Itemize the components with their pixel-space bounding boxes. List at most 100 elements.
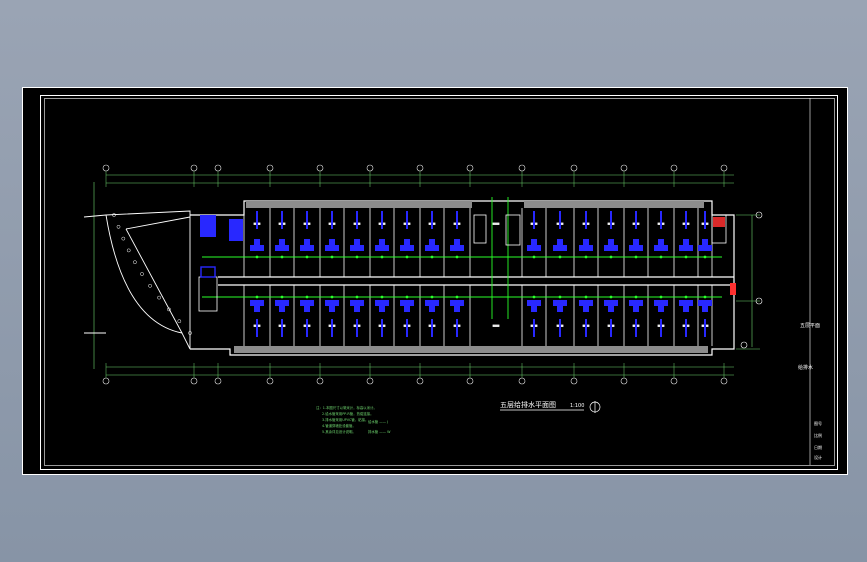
fixture-block bbox=[654, 245, 668, 251]
fixture-block bbox=[406, 319, 408, 337]
drawing-frame bbox=[40, 95, 838, 470]
pipe-riser bbox=[330, 295, 334, 299]
fixture-block bbox=[583, 239, 589, 245]
building-walls bbox=[190, 200, 735, 356]
axis-bubbles bbox=[102, 164, 728, 385]
dimension-ticks bbox=[105, 171, 725, 378]
fixture-block bbox=[679, 300, 693, 306]
fixture-block bbox=[306, 211, 308, 229]
axis-bubble bbox=[518, 164, 526, 172]
fixture-block bbox=[604, 300, 618, 306]
pipe-riser bbox=[380, 255, 384, 259]
fixture-block bbox=[281, 319, 283, 337]
fixture-block bbox=[629, 245, 643, 251]
fixture-block bbox=[683, 239, 689, 245]
pipe-riser bbox=[703, 295, 707, 299]
fixture-block bbox=[685, 211, 687, 229]
fixture-block bbox=[660, 319, 662, 337]
title-block-entry: 比例 bbox=[814, 432, 822, 438]
pipe-riser bbox=[558, 295, 562, 299]
axis-bubble-right-a bbox=[755, 211, 763, 219]
fixture-block bbox=[702, 306, 708, 312]
fixture-block bbox=[633, 306, 639, 312]
pipe-riser bbox=[532, 295, 536, 299]
axis-bubble bbox=[316, 377, 324, 385]
axis-bubble-right-b bbox=[755, 297, 763, 305]
stair-center bbox=[473, 214, 521, 246]
pipe-riser bbox=[455, 295, 459, 299]
cad-viewport[interactable]: 五层给排水平面图 1:100 注：1.本图尺寸以毫米计，标高以米计。 2.给水管… bbox=[22, 87, 848, 475]
fixture-block bbox=[254, 306, 260, 312]
pipe-riser bbox=[280, 295, 284, 299]
fixture-block bbox=[256, 319, 258, 337]
column-dot bbox=[121, 236, 126, 241]
fixture-block bbox=[354, 306, 360, 312]
sanitary-fixtures bbox=[250, 211, 712, 337]
fixture-block bbox=[610, 319, 612, 337]
plan-title: 五层给排水平面图 1:100 bbox=[500, 400, 601, 413]
note-line: 4.管道穿墙处设套管。 bbox=[322, 423, 356, 428]
fixture-block bbox=[281, 211, 283, 229]
axis-bubble bbox=[466, 377, 474, 385]
axis-bubble bbox=[266, 164, 274, 172]
fixture-block bbox=[250, 245, 264, 251]
fixture-block bbox=[325, 245, 339, 251]
fixture-block bbox=[331, 319, 333, 337]
column-dot bbox=[188, 331, 192, 335]
pipe-riser bbox=[634, 255, 638, 259]
axis-bubble bbox=[316, 164, 324, 172]
fixture-block bbox=[704, 319, 706, 337]
plan-title-text: 五层给排水平面图 bbox=[500, 400, 556, 409]
fixture-block bbox=[559, 319, 561, 337]
pipe-riser bbox=[609, 255, 613, 259]
axis-bubble bbox=[102, 164, 110, 172]
pipe-riser bbox=[355, 295, 359, 299]
pipe-riser bbox=[584, 295, 588, 299]
fixture-block bbox=[635, 211, 637, 229]
axis-bubble bbox=[214, 377, 222, 385]
axis-bubble bbox=[570, 164, 578, 172]
fixture-block bbox=[456, 319, 458, 337]
fixture-block bbox=[579, 300, 593, 306]
column-dot bbox=[140, 272, 144, 276]
note-line: 5.其余详见设计说明。 bbox=[322, 429, 356, 434]
fixture-block bbox=[456, 211, 458, 229]
axis-bubble bbox=[190, 164, 198, 172]
fixture-block bbox=[350, 245, 364, 251]
column-dot bbox=[148, 283, 152, 288]
fixture-block bbox=[404, 239, 410, 245]
fixture-block bbox=[610, 211, 612, 229]
fixture-block bbox=[325, 300, 339, 306]
pipe-risers bbox=[255, 255, 707, 299]
design-notes: 注：1.本图尺寸以毫米计，标高以米计。 2.给水管采用PP-R管，热熔连接。 3… bbox=[316, 405, 391, 434]
fixture-block bbox=[254, 239, 260, 245]
axis-bubble bbox=[670, 377, 678, 385]
fixture-block bbox=[704, 211, 706, 229]
fixture-block bbox=[425, 300, 439, 306]
fixture-block bbox=[375, 300, 389, 306]
fixture-block bbox=[557, 306, 563, 312]
fixture-block bbox=[553, 245, 567, 251]
fixture-block bbox=[300, 300, 314, 306]
fixture-block bbox=[400, 300, 414, 306]
fixture-block bbox=[381, 319, 383, 337]
fixture-block bbox=[431, 211, 433, 229]
pipe-riser bbox=[405, 255, 409, 259]
fixture-block bbox=[356, 211, 358, 229]
pipe-riser bbox=[684, 295, 688, 299]
pipe-riser bbox=[255, 295, 259, 299]
fixture-block bbox=[306, 319, 308, 337]
fixture-block bbox=[658, 239, 664, 245]
title-block: 图号 比例 日期 设计 bbox=[814, 420, 822, 460]
fixture-block bbox=[356, 319, 358, 337]
inner-frame bbox=[44, 98, 835, 466]
pipe-riser bbox=[609, 295, 613, 299]
fixture-block bbox=[608, 306, 614, 312]
axis-bubble bbox=[416, 377, 424, 385]
corridor-shading bbox=[234, 201, 708, 353]
axis-bubble bbox=[518, 377, 526, 385]
fixture-block bbox=[454, 306, 460, 312]
fixture-block bbox=[275, 300, 289, 306]
outer-frame bbox=[22, 87, 848, 475]
fixture-block bbox=[454, 239, 460, 245]
